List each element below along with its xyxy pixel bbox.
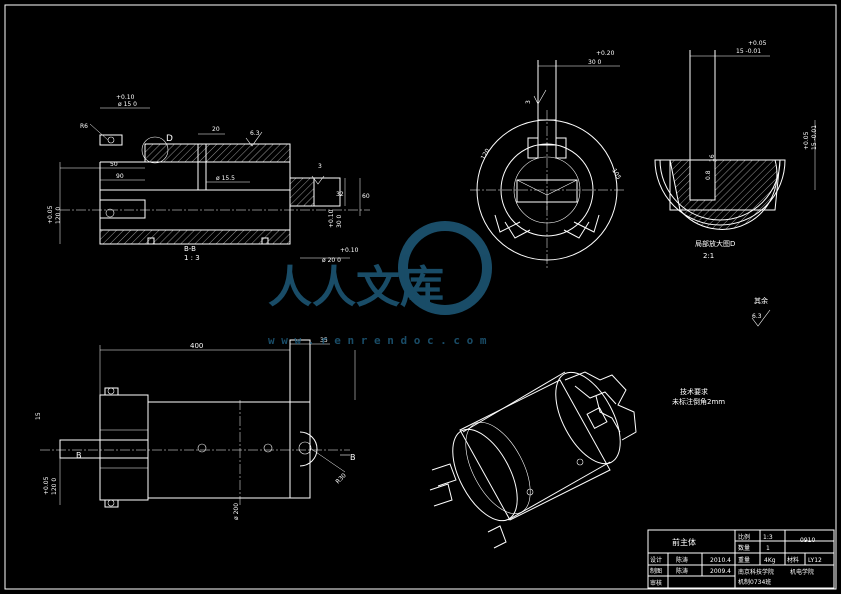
detail-dim-15v-upper: +0.05 — [803, 131, 810, 150]
section-label: B-B — [184, 245, 196, 253]
check-date: 2009.4 — [710, 568, 731, 575]
end-view: +0.20 30 0 3 120 105 — [470, 50, 625, 270]
detail-roughness-2: 0.8 — [705, 170, 712, 180]
dim-30-upper: +0.10 — [328, 209, 335, 228]
front-view: 400 35 15 +0.05 120 0 ø 200 R30 B B — [35, 337, 356, 520]
check-label: 审核 — [650, 579, 662, 587]
watermark-url: w w w . r e n r e n d o c . c o m — [268, 334, 487, 347]
part-name: 前主体 — [672, 537, 696, 547]
dim-3: 3 — [318, 163, 322, 170]
front-dim-400: 400 — [190, 342, 203, 350]
detail-label: 局部放大图D — [695, 239, 735, 248]
watermark-logo: 人人文库 w w w . r e n r e n d o c . c o m — [268, 221, 492, 347]
isometric-view — [429, 371, 637, 549]
tech-req-line1: 未标注倒角2mm — [672, 397, 725, 406]
proportion-value: 1:3 — [763, 534, 773, 541]
detail-roughness: 16 — [709, 154, 716, 162]
dim-tol-upper: +0.10 — [116, 94, 135, 101]
draw-label: 制图 — [650, 567, 662, 575]
dim-20: 20 — [212, 126, 220, 133]
dim-d20: ø 20 0 — [322, 257, 341, 264]
front-dim-r30: R30 — [334, 472, 347, 485]
dim-32: 32 — [336, 191, 344, 198]
dim-120: 120 0 — [55, 207, 62, 224]
section-mark-b-right: B — [350, 453, 356, 462]
qty-value: 1 — [766, 545, 770, 552]
end-dim-120: 120 — [480, 147, 492, 161]
roughness-note: 其余 6.3 — [751, 296, 771, 327]
title-block: 前主体 比例 1:3 0910 数量 1 重量 4Kg 材料 LY12 设计 陈… — [647, 529, 835, 589]
material-label: 材料 — [787, 556, 799, 564]
weight-label: 重量 — [738, 556, 750, 564]
tech-req-title: 技术要求 — [680, 387, 708, 396]
dim-60: 60 — [362, 193, 370, 200]
tech-requirements: 技术要求 未标注倒角2mm — [672, 387, 725, 406]
dim-30: 30 0 — [336, 214, 343, 228]
detail-scale: 2:1 — [703, 252, 714, 260]
design-label: 设计 — [650, 556, 662, 564]
class-name: 机制0734班 — [738, 578, 771, 586]
roughness-note-value: 6.3 — [752, 313, 762, 320]
roughness-note-label: 其余 — [754, 296, 768, 305]
department-name: 机电学院 — [790, 568, 814, 576]
end-dim-105: 105 — [610, 168, 622, 182]
dim-d20-upper: +0.10 — [340, 247, 359, 254]
detail-dim-15v: 15 -0.01 — [811, 125, 818, 150]
dim-r6: R6 — [80, 123, 88, 130]
dim-120-upper: +0.05 — [47, 205, 54, 224]
design-date: 2010.4 — [710, 557, 731, 564]
dim-50: 50 — [110, 161, 118, 168]
check-name: 陈涛 — [676, 567, 688, 575]
end-dim-30-upper: +0.20 — [596, 50, 615, 57]
section-mark-b-left: B — [76, 451, 82, 460]
weight-value: 4Kg — [764, 557, 776, 564]
school-name: 南京科技学院 — [738, 568, 774, 576]
section-view-b-b: +0.10 ø 15 0 R6 D 20 6.3 50 90 ø 15.5 +0… — [47, 94, 370, 264]
proportion-label: 比例 — [738, 533, 750, 541]
front-dim-120: 120 0 — [51, 478, 58, 495]
dim-d15: ø 15 0 — [118, 101, 137, 108]
material-value: LY12 — [808, 557, 822, 564]
front-dim-120-upper: +0.05 — [43, 476, 50, 495]
front-dim-d200: ø 200 — [233, 503, 240, 520]
dim-d15-5: ø 15.5 — [216, 175, 235, 182]
sheet-border — [4, 4, 837, 590]
front-dim-15: 15 — [35, 412, 42, 420]
detail-dim-15-upper: +0.05 — [748, 40, 767, 47]
watermark-logo-text: 人人文库 — [268, 262, 444, 313]
detail-dim-15: 15 -0.01 — [736, 48, 761, 55]
detail-view-d: +0.05 15 -0.01 +0.05 15 -0.01 16 0.8 局部放… — [654, 40, 818, 260]
detail-label-d: D — [166, 134, 173, 144]
roughness-63: 6.3 — [250, 130, 260, 137]
section-scale: 1 : 3 — [184, 254, 200, 262]
drawing-number: 0910 — [800, 537, 815, 544]
design-name: 陈涛 — [676, 556, 688, 564]
front-dim-35: 35 — [320, 337, 328, 344]
end-dim-3: 3 — [525, 100, 532, 104]
end-dim-30: 30 0 — [588, 59, 602, 66]
qty-label: 数量 — [738, 544, 750, 552]
dim-90: 90 — [116, 173, 124, 180]
